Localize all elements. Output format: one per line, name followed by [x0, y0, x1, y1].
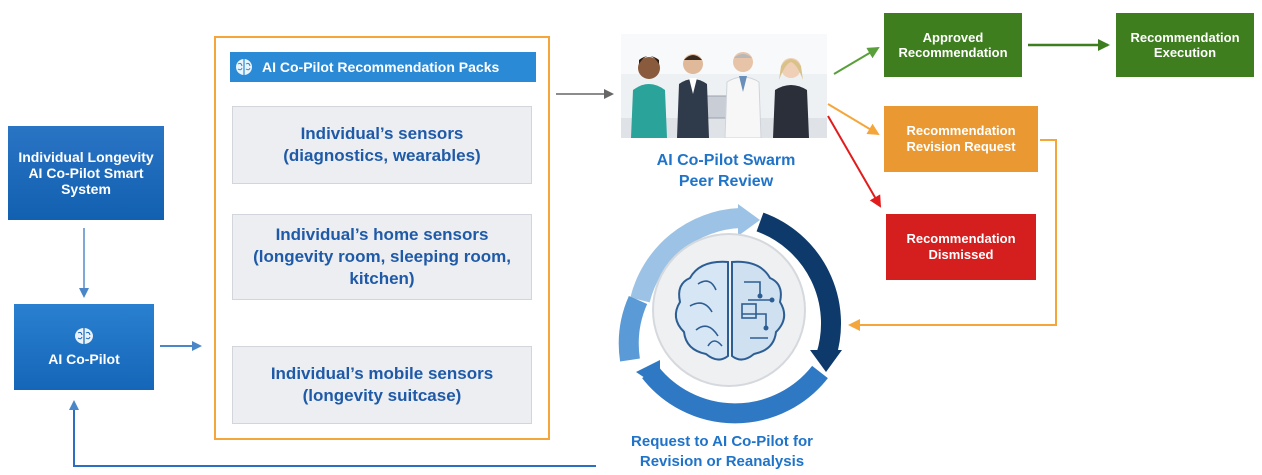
loop-arc-right: [756, 212, 842, 360]
recommendation-dismissed-box[interactable]: Recommendation Dismissed: [886, 214, 1036, 280]
sensor-pack-home[interactable]: Individual’s home sensors (longevity roo…: [232, 214, 532, 300]
request-label-line1: Request to AI Co-Pilot for: [631, 433, 813, 450]
loop-arrowhead-bottom: [636, 360, 660, 388]
arrow-revision-to-loop: [848, 139, 1057, 331]
recommendation-packs-header: AI Co-Pilot Recommendation Packs: [230, 52, 536, 82]
approved-line1: Approved: [922, 30, 984, 45]
loop-arc-top: [630, 208, 741, 303]
arrow-request-to-copilot: [69, 400, 596, 467]
sensor-pack-detail: (diagnostics, wearables): [283, 146, 481, 165]
ai-copilot-box[interactable]: AI Co-Pilot: [14, 304, 154, 390]
sensor-pack-detail-continued: kitchen): [349, 269, 415, 288]
sensor-pack-detail: (longevity suitcase): [302, 386, 462, 405]
request-label-line2: Revision or Reanalysis: [639, 453, 805, 470]
arrow-review-to-dismissed: [827, 115, 882, 208]
revision-line1: Recommendation: [906, 123, 1016, 138]
longevity-system-label: Individual Longevity AI Co-Pilot Smart S…: [18, 149, 154, 197]
sensor-pack-individual[interactable]: Individual’s sensors (diagnostics, weara…: [232, 106, 532, 184]
dismissed-line1: Recommendation: [906, 231, 1016, 246]
arrow-review-to-approved: [833, 46, 880, 75]
brain-icon: [674, 260, 786, 361]
arrow-review-to-revision: [827, 103, 880, 136]
recommendation-execution-box[interactable]: Recommendation Execution: [1116, 13, 1254, 77]
execution-line2: Execution: [1153, 45, 1217, 60]
recommendation-packs-title: AI Co-Pilot Recommendation Packs: [262, 59, 500, 75]
longevity-system-box[interactable]: Individual Longevity AI Co-Pilot Smart S…: [8, 126, 164, 220]
request-revision-label: Request to AI Co-Pilot for Revision or R…: [596, 432, 848, 472]
brain-icon: [236, 59, 252, 75]
sensor-pack-mobile[interactable]: Individual’s mobile sensors (longevity s…: [232, 346, 532, 424]
loop-arrowhead-top: [738, 204, 760, 236]
swarm-label-line1: AI Co-Pilot Swarm: [656, 152, 796, 169]
meeting-photo: [621, 34, 827, 138]
loop-arrowhead-right: [810, 350, 842, 372]
approved-recommendation-box[interactable]: Approved Recommendation: [884, 13, 1022, 77]
sensor-pack-title: Individual’s home sensors: [275, 225, 489, 244]
execution-line1: Recommendation: [1130, 30, 1240, 45]
dismissed-line2: Dismissed: [928, 247, 994, 262]
revision-request-box[interactable]: Recommendation Revision Request: [884, 106, 1038, 172]
revision-line2: Revision Request: [906, 139, 1016, 154]
brain-icon: [75, 328, 93, 344]
swarm-label-line2: Peer Review: [678, 173, 774, 190]
sensor-pack-title: Individual’s mobile sensors: [270, 364, 494, 383]
swarm-peer-review-label: AI Co-Pilot Swarm Peer Review: [636, 150, 816, 192]
loop-arc-left: [618, 295, 648, 362]
ai-copilot-label: AI Co-Pilot: [48, 351, 120, 367]
loop-arc-bottom: [642, 365, 828, 424]
doctors-meeting-illustration: [621, 34, 827, 138]
sensor-pack-detail: (longevity room, sleeping room,: [253, 247, 511, 266]
sensor-pack-title: Individual’s sensors: [300, 124, 464, 143]
approved-line2: Recommendation: [898, 45, 1008, 60]
